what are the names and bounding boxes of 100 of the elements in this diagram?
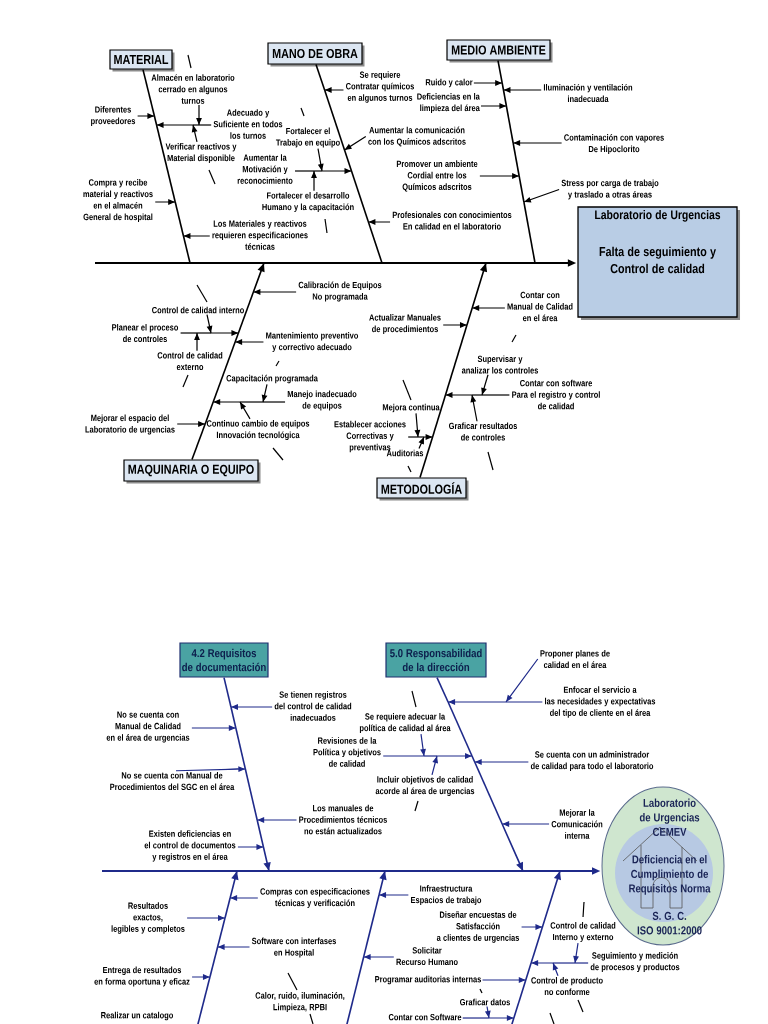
bone-line [209,946,219,978]
cause-label: Stress por carga de trabajo y traslado a otras áreas [561,179,659,200]
cause-label: Se requiere adecuar la política de calidad al área [359,713,451,733]
arrow [520,924,544,930]
cause-label: Verificar reactivos y Material disponible [165,143,237,163]
bone-line [367,221,383,264]
spine-line [384,870,524,872]
cause-label: Ruido y calor [425,78,473,88]
arrow [479,173,520,179]
cause-label: Graficar resultados de controles [449,422,518,441]
cause-label: Calibración de Equipos No programada [298,281,382,302]
arrow [321,168,353,174]
arrow [530,960,554,966]
arrow [470,394,478,422]
cause-label: Supervisar y analizar los controles [461,355,539,374]
bone-arrow [229,870,239,899]
arrow [237,844,265,850]
cause-label: Aumentar la comunicación con los Químicos adscritos [368,126,466,147]
cause-label: Compra y recibe material y reactivos en el almacén General de hospital [83,179,153,222]
cause-label: Almacén en laboratorio cerrado en algunos turnos [151,74,235,104]
arrow [137,113,155,119]
bone-line [343,149,353,172]
cause-label: Mejorar el espacio del Laboratorio de urgencias [85,414,175,435]
arrow [367,219,391,225]
bone-line [512,142,520,177]
cause-label: Graficar datos [460,998,510,1006]
arrow [447,699,507,705]
arrow [196,104,202,126]
cause-label: Aumentar la Motivación y reconocimiento [237,154,293,184]
bone-line [234,332,240,343]
cause-label: Contar con Manual de Calidad en el área [507,291,573,322]
cause-label: Los manuales de Procedimientos técnicos no están actualizados [299,804,387,835]
arrow [186,915,226,921]
bone-line [350,170,370,223]
arrow [155,122,194,128]
cause-label: Iluminación y ventilación inadecuada [543,83,633,103]
cause-label: Fortalecer el desarrollo Humano y la capacitación [262,192,354,212]
category-box: MAQUINARIA O EQUIPO [123,459,261,484]
arrow [444,392,473,398]
bone-line [518,175,525,203]
spine-line [101,870,238,872]
arrow [414,412,421,438]
bone-line [466,307,473,326]
category-box: 4.2 Requisitos de documentación [179,642,269,678]
arrow [552,962,559,977]
bone-line [256,819,265,848]
arrow [363,954,395,960]
arrow [311,170,317,192]
cause-label: Proponer planes de calidad en el área [540,649,610,669]
bone-line [323,89,346,151]
bone-arrow [252,262,265,293]
bone-line [223,676,232,708]
arrow [230,704,273,710]
arrow [512,140,563,146]
cause-label: Manejo inadecuado de equipos [287,390,357,411]
cause-label: Capacitación programada [226,374,318,384]
cause-label: Enfocar el servicio a las necesidades y expectativas del tipo de cliente en el área [545,686,656,718]
text-label: Realizar un catalogo [101,1011,173,1021]
bone-line [473,761,503,825]
cause-label: Infraestructura Espacios de trabajo [411,885,482,905]
bone-line [419,436,434,479]
arrow [420,733,426,757]
cause-label: Control de calidad interno [152,306,244,314]
category-box: MATERIAL [109,49,175,72]
bone-line [230,706,237,729]
bone-line [362,894,380,958]
cause-label: Contar con Software [388,1013,462,1021]
cause-label: Revisiones de la Política y objetivos de calidad [313,737,381,767]
cause-label: Deficiencias en la limpieza del área [417,93,480,113]
arrow [523,188,560,203]
arrow [234,339,265,345]
bone-line [525,962,532,981]
category-box: 5.0 Responsabilidad de la dirección [385,642,487,678]
bone-line [237,291,255,334]
arrow [256,817,298,823]
arrow [473,80,503,86]
bone-line [431,394,447,438]
arrow [154,199,176,205]
bone-line [194,976,211,1024]
cause-label: Actualizar Manuales de procedimientos [369,314,441,334]
cause-label: Programar auditorias internas [375,975,482,985]
arrow [501,821,550,827]
arrow [212,399,241,405]
cause-label: Diferentes proveedores [91,106,136,126]
bone-line [444,324,468,396]
cause-label: Planear el proceso de controles [112,323,179,343]
bone-line [513,979,527,1019]
cause-label: Resultados exactos, legibles y completos [111,902,185,934]
spine-line [522,870,561,872]
cause-label: Mantenimiento preventivo y correctivo adecuado [266,332,359,352]
arrow [474,759,529,765]
cause-label: Existen deficiencias en el control de documentos y registros en el área [144,830,236,862]
category-box: METODOLOGÍA [376,477,469,501]
cause-label: Control de calidad externo [157,351,223,371]
bone-arrow [262,846,271,872]
arrow [191,974,211,980]
cause-label: Contaminación con vapores De Hipoclorito [564,134,664,154]
text-label: Calor, ruido, iluminación, Limpieza, RPBI [255,992,345,1012]
cause-label: Seguimiento y medición de procesos y productos [590,952,680,972]
bone-line [224,897,231,919]
